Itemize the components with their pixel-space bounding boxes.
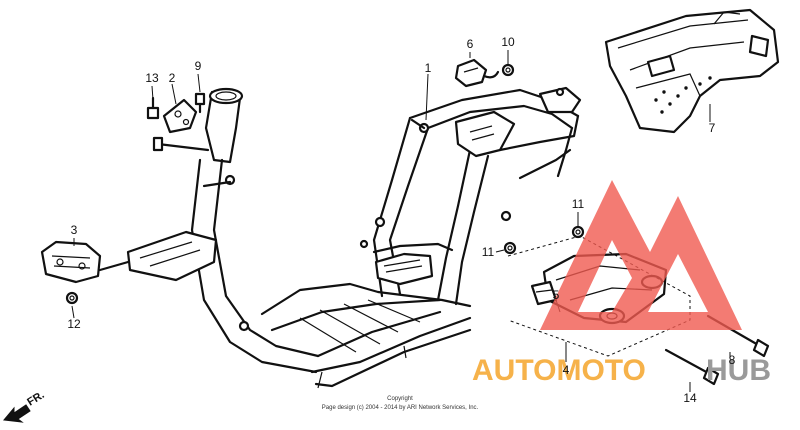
callout-5: 5 <box>553 288 560 302</box>
bolt-14 <box>664 348 720 386</box>
direction-label: FR. <box>25 389 46 409</box>
front-arrow-icon <box>3 404 31 423</box>
upper-bracket-2 <box>162 98 198 134</box>
callout-4: 4 <box>563 363 570 377</box>
callout-11-lower: 11 <box>482 245 495 259</box>
callout-2: 2 <box>169 71 176 85</box>
callout-1: 1 <box>425 61 432 75</box>
nut-12 <box>65 291 79 305</box>
bolt-13 <box>146 96 160 120</box>
callout-labels: 1 2 3 4 5 6 7 8 9 10 11 11 12 13 14 <box>67 35 735 405</box>
watermark-logo <box>540 180 742 330</box>
copyright-line1: Copyright <box>387 396 413 402</box>
nut-10 <box>501 63 515 77</box>
callout-14: 14 <box>683 391 697 405</box>
callout-9: 9 <box>195 59 202 73</box>
copyright-line2: Page design (c) 2004 - 2014 by ARI Netwo… <box>322 405 479 411</box>
watermark-triangle <box>540 180 742 330</box>
callout-3: 3 <box>71 223 78 237</box>
callout-13: 13 <box>145 71 159 85</box>
long-bolt-head-stay <box>152 136 210 152</box>
clamp-6 <box>454 58 500 88</box>
nut-11-upper <box>571 225 585 239</box>
watermark-text-automoto: AUTOMOTO <box>472 354 646 387</box>
nut-11-lower <box>503 241 517 255</box>
frame-body <box>126 86 582 389</box>
watermark-text-hub: HUB <box>706 354 771 387</box>
callout-12: 12 <box>67 317 81 331</box>
callout-7: 7 <box>709 121 716 135</box>
callout-10: 10 <box>501 35 515 49</box>
direction-indicator: FR. <box>3 389 47 423</box>
callout-8: 8 <box>729 353 736 367</box>
rear-fender-7 <box>604 8 780 134</box>
callout-11-upper: 11 <box>572 197 585 211</box>
callout-6: 6 <box>467 37 474 51</box>
bolt-9 <box>194 92 206 114</box>
front-bracket-3 <box>40 240 130 284</box>
